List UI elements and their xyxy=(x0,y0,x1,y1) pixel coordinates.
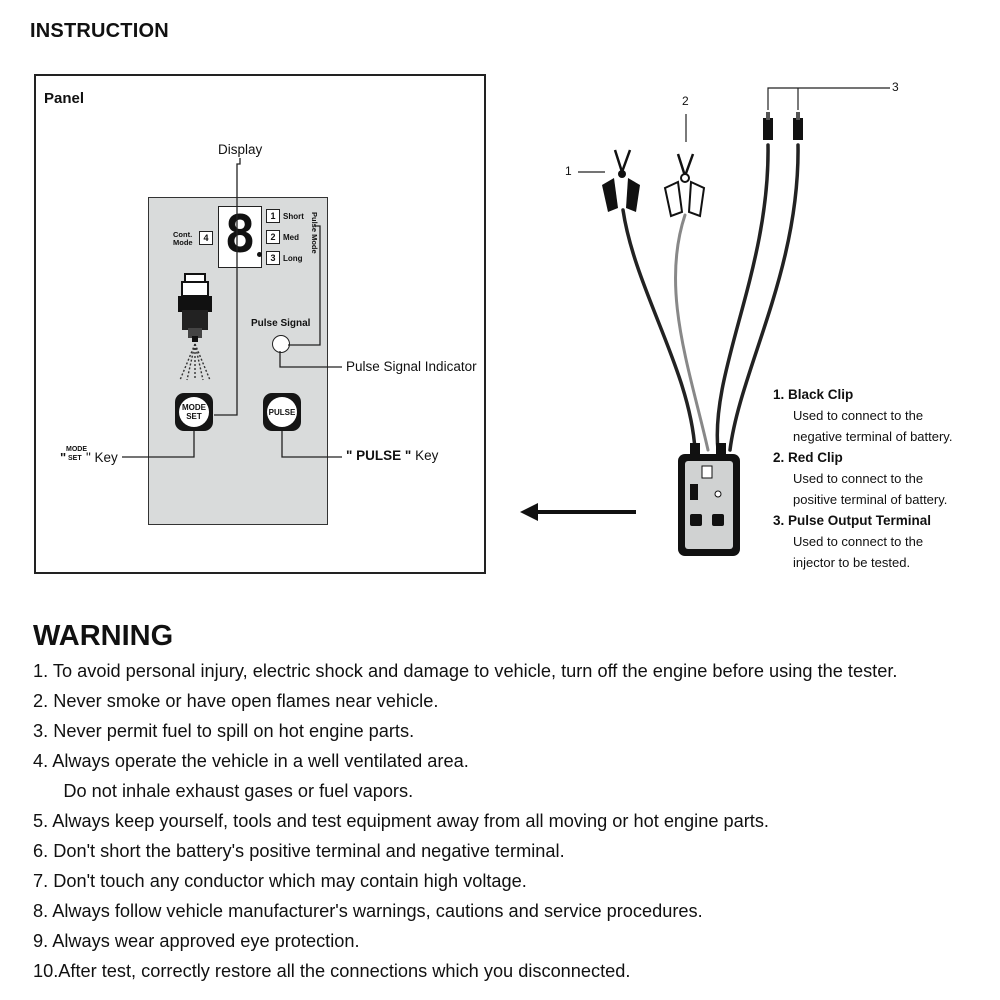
note-title-black-clip: 1. Black Clip xyxy=(773,387,854,402)
warning-item: 9. Always wear approved eye protection. xyxy=(33,931,360,951)
note-text: negative terminal of battery. xyxy=(793,429,953,444)
warning-item: 3. Never permit fuel to spill on hot eng… xyxy=(33,721,415,741)
arrow-left-icon xyxy=(520,503,636,521)
pulse-key-name: " PULSE " xyxy=(346,448,412,463)
mode-set-key-open-quote: " xyxy=(60,450,67,465)
pulse-button[interactable]: PULSE xyxy=(263,393,301,431)
mode-set-key-suffix: " Key xyxy=(86,450,118,465)
note-text: Used to connect to the xyxy=(793,534,924,549)
warning-item: 5. Always keep yourself, tools and test … xyxy=(33,811,769,831)
callout-1: 1 xyxy=(565,164,572,178)
tester-illustration xyxy=(578,87,890,556)
mode-set-key-top: MODE xyxy=(66,446,87,453)
instruction-title: INSTRUCTION xyxy=(30,20,169,42)
warning-item: 6. Don't short the battery's positive te… xyxy=(33,841,565,861)
panel-frame xyxy=(34,74,486,574)
warning-item: 7. Don't touch any conductor which may c… xyxy=(33,871,527,891)
note-text: injector to be tested. xyxy=(793,555,911,570)
warning-item: 8. Always follow vehicle manufacturer's … xyxy=(33,901,703,921)
callout-3: 3 xyxy=(892,80,899,94)
pulse-mode-label: Pulse Mode xyxy=(310,212,319,254)
panel-title: Panel xyxy=(44,90,85,107)
display-window xyxy=(218,206,262,268)
mode-label-short: Short xyxy=(283,212,304,221)
note-text: Used to connect to the xyxy=(793,408,924,423)
pulse-key-label: " PULSE " Key xyxy=(346,447,438,465)
mode-number-long: 3 xyxy=(266,251,280,265)
warning-item: 10.After test, correctly restore all the… xyxy=(33,961,631,981)
pulse-key-suffix: Key xyxy=(411,448,439,463)
mode-set-button[interactable]: MODE SET xyxy=(175,393,213,431)
mode-set-key-label: " MODE SET " Key xyxy=(60,446,122,469)
note-text: Used to connect to the xyxy=(793,471,924,486)
pulse-signal-label: Pulse Signal xyxy=(251,318,311,329)
mode-number-short: 1 xyxy=(266,209,280,223)
warning-item-continued: Do not inhale exhaust gases or fuel vapo… xyxy=(33,781,414,801)
cont-mode-number: 4 xyxy=(199,231,213,245)
cont-mode-label: Cont. Mode xyxy=(173,230,193,247)
pulse-signal-indicator-label: Pulse Signal Indicator xyxy=(346,359,477,374)
mode-label-med: Med xyxy=(283,233,299,242)
pulse-signal-indicator xyxy=(272,335,290,353)
warning-item: 4. Always operate the vehicle in a well … xyxy=(33,751,469,771)
note-title-red-clip: 2. Red Clip xyxy=(773,450,843,465)
black-clip-icon xyxy=(602,149,640,212)
mode-label-long: Long xyxy=(283,254,303,263)
display-dot xyxy=(257,252,262,257)
callout-2: 2 xyxy=(682,94,689,108)
warning-item: 1. To avoid personal injury, electric sh… xyxy=(33,661,898,681)
mode-set-button-label: MODE SET xyxy=(179,397,209,427)
warning-item: 2. Never smoke or have open flames near … xyxy=(33,691,439,711)
mode-set-key-bottom: SET xyxy=(68,455,82,462)
fuel-injector-icon xyxy=(178,273,212,381)
display-digit: 8 xyxy=(224,205,256,265)
display-label: Display xyxy=(218,142,263,157)
pulse-button-label: PULSE xyxy=(267,397,297,427)
note-title-pulse-output: 3. Pulse Output Terminal xyxy=(773,513,932,528)
red-clip-icon xyxy=(663,153,706,218)
warning-title: WARNING xyxy=(33,620,174,652)
mode-number-med: 2 xyxy=(266,230,280,244)
note-text: positive terminal of battery. xyxy=(793,492,948,507)
